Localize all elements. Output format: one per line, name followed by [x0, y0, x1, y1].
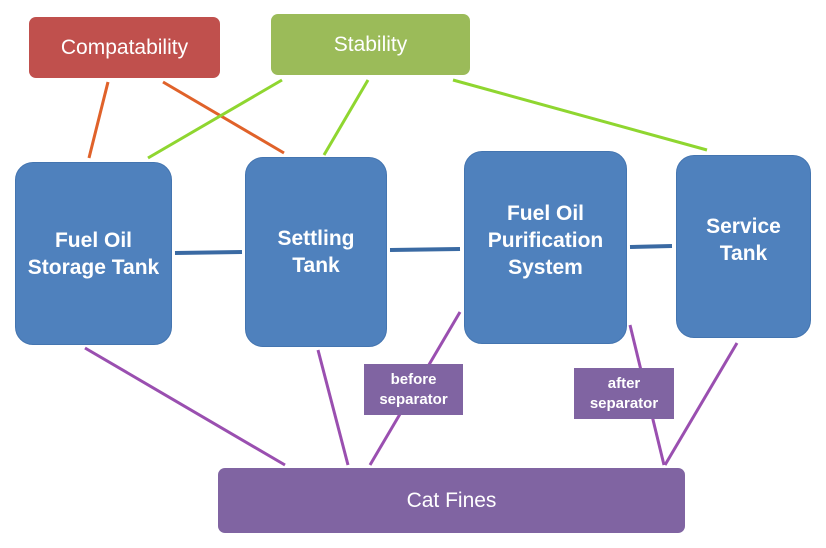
- storage-tank-label-line-1: Fuel Oil: [54, 228, 132, 252]
- service-tank-label-line-1: Service: [706, 214, 781, 238]
- link-compatability-storage: [87, 81, 110, 159]
- purification-label-line-2: Purification: [487, 229, 604, 252]
- fuel-oil-purification-system-box: Fuel Oil Purification System: [464, 151, 627, 344]
- link-stability-settling: [322, 79, 370, 156]
- settling-tank-label-line-1: Settling: [277, 227, 355, 250]
- purification-label-line-3: System: [508, 256, 583, 279]
- settling-tank-box: Settling Tank: [245, 157, 387, 347]
- link-purification-service: [629, 244, 673, 249]
- before-separator-line-1: before: [390, 370, 437, 388]
- compatability-label: Compatability: [60, 35, 189, 59]
- service-tank-box: Service Tank: [676, 155, 811, 338]
- after-separator-tag: after separator: [574, 368, 674, 419]
- service-tank-label-line-2: Tank: [719, 241, 768, 265]
- compatability-box: Compatability: [29, 17, 220, 78]
- link-stability-storage: [147, 78, 283, 160]
- link-stability-service: [452, 78, 708, 152]
- link-settling-catfines: [316, 349, 350, 466]
- before-separator-line-2: separator: [379, 390, 448, 408]
- link-storage-settling: [174, 250, 243, 255]
- purification-label-line-1: Fuel Oil: [506, 202, 584, 225]
- before-separator-tag: before separator: [364, 364, 463, 415]
- after-separator-line-1: after: [607, 374, 641, 392]
- stability-label: Stability: [333, 32, 408, 56]
- cat-fines-box: Cat Fines: [218, 468, 685, 533]
- link-compatability-settling: [162, 80, 285, 155]
- settling-tank-label-line-2: Tank: [292, 254, 340, 277]
- fuel-oil-storage-tank-box: Fuel Oil Storage Tank: [15, 162, 172, 345]
- link-service-catfines: [663, 342, 739, 466]
- after-separator-line-2: separator: [589, 394, 659, 412]
- storage-tank-label-line-2: Storage Tank: [27, 255, 160, 279]
- cat-fines-label: Cat Fines: [406, 488, 497, 512]
- link-settling-purification: [389, 247, 461, 252]
- stability-box: Stability: [271, 14, 470, 75]
- link-storage-catfines: [84, 346, 286, 467]
